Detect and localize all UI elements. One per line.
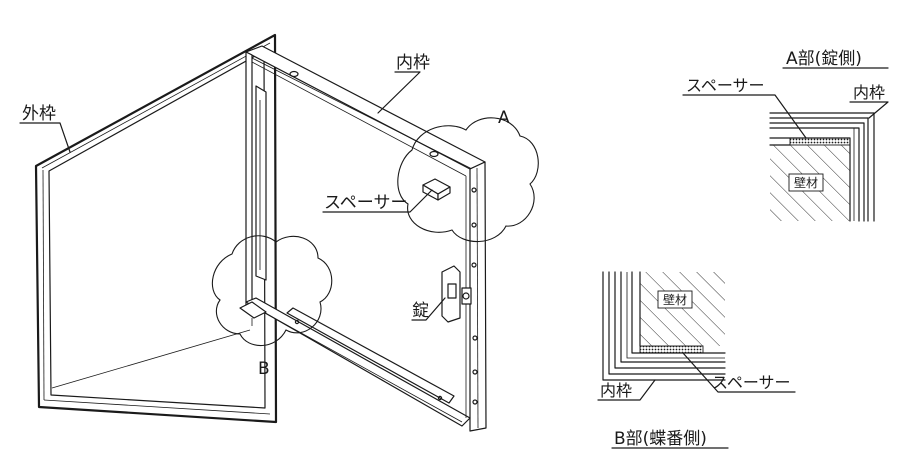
leader-lines-main <box>19 71 446 321</box>
label-detail-a-title: A部(錠側) <box>786 49 862 69</box>
label-spacer-main: スペーサー <box>324 193 407 213</box>
detail-b-spacer-strip <box>639 345 704 354</box>
detail-a-section <box>682 67 889 222</box>
label-lock-main: 錠 <box>412 301 429 321</box>
detail-cloud-b <box>211 235 333 347</box>
outer-frame-door <box>34 33 278 424</box>
label-detail-a-inner-frame: 内枠 <box>853 83 885 102</box>
label-detail-b-marker: B <box>258 359 270 379</box>
label-detail-b-spacer: スペーサー <box>712 373 791 392</box>
label-detail-a-marker: A <box>498 108 510 128</box>
inner-frame-body <box>239 45 487 432</box>
label-detail-a-wall: 壁材 <box>794 175 818 190</box>
label-detail-b-wall: 壁材 <box>663 292 687 307</box>
label-detail-b-title: B部(蝶番側) <box>614 429 707 449</box>
detail-a-spacer-strip <box>789 137 851 146</box>
label-detail-b-inner-frame: 内枠 <box>600 381 632 400</box>
label-detail-a-spacer: スペーサー <box>686 76 765 95</box>
label-inner-frame-main: 内枠 <box>396 53 430 73</box>
detail-b-section <box>597 271 796 449</box>
detail-cloud-a <box>397 117 539 243</box>
detail-b-wall-hatch <box>640 272 725 346</box>
spacer-block <box>422 178 451 201</box>
label-outer-frame: 外枠 <box>22 104 56 124</box>
